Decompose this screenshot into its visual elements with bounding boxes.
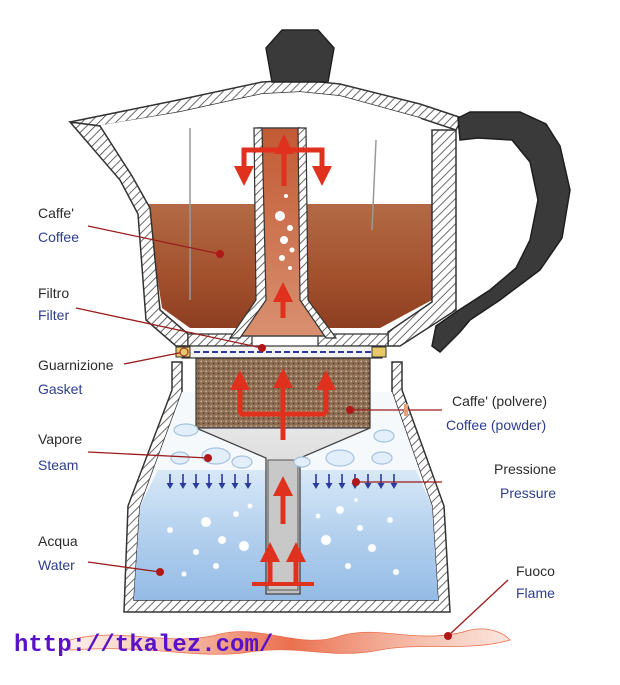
pressure-arrow-head bbox=[231, 483, 239, 489]
handle bbox=[431, 111, 571, 353]
label-filter-it: Filtro bbox=[38, 285, 70, 301]
label-water-it: Acqua bbox=[38, 533, 78, 549]
pressure-arrow-head bbox=[364, 483, 372, 489]
pressure-arrow-head bbox=[325, 483, 333, 489]
label-filter-en: Filter bbox=[38, 307, 70, 323]
powder-marker bbox=[404, 404, 408, 416]
column-bubbles bbox=[275, 194, 295, 270]
pressure-arrows bbox=[166, 474, 398, 489]
gasket-right bbox=[371, 346, 387, 358]
label-powder-en: Coffee (powder) bbox=[446, 417, 547, 433]
leader-dots bbox=[156, 250, 452, 640]
label-flame-en: Flame bbox=[516, 585, 555, 601]
upper-chamber bbox=[68, 29, 464, 347]
lower-body bbox=[123, 357, 451, 613]
pressure-arrow-head bbox=[192, 483, 200, 489]
label-gasket-en: Gasket bbox=[38, 381, 83, 397]
label-flame-it: Fuoco bbox=[516, 563, 555, 579]
pressure-arrow-head bbox=[218, 483, 226, 489]
pressure-arrow-head bbox=[205, 483, 213, 489]
pressure-arrow-head bbox=[312, 483, 320, 489]
lid-knob bbox=[265, 29, 335, 83]
upper-wall-right bbox=[387, 129, 457, 347]
pressure-arrow-head bbox=[338, 483, 346, 489]
label-pressure-en: Pressure bbox=[500, 485, 557, 501]
flow-arrows-lower bbox=[230, 368, 336, 586]
label-steam-it: Vapore bbox=[38, 431, 83, 447]
label-water-en: Water bbox=[38, 557, 75, 573]
pressure-arrow-head bbox=[244, 483, 252, 489]
pressure-arrow-head bbox=[179, 483, 187, 489]
label-coffee-en: Coffee bbox=[38, 229, 79, 245]
label-powder-it: Caffe' (polvere) bbox=[452, 393, 548, 409]
label-coffee-it: Caffe' bbox=[38, 205, 74, 221]
label-gasket-it: Guarnizione bbox=[38, 357, 114, 373]
pressure-arrow-head bbox=[390, 483, 398, 489]
column-wall-right bbox=[297, 127, 338, 339]
label-steam-en: Steam bbox=[38, 457, 79, 473]
leader-lines bbox=[75, 225, 509, 637]
flow-arrows-upper bbox=[244, 134, 332, 318]
reflection-line bbox=[371, 139, 377, 231]
label-pressure-it: Pressione bbox=[494, 461, 557, 477]
pressure-arrow-head bbox=[377, 483, 385, 489]
flame bbox=[69, 628, 511, 655]
watermark-url[interactable]: http://tkalez.com/ bbox=[14, 632, 274, 659]
filter-and-gasket bbox=[175, 345, 387, 359]
pressure-arrow-head bbox=[166, 483, 174, 489]
water-bubbles bbox=[166, 497, 400, 577]
